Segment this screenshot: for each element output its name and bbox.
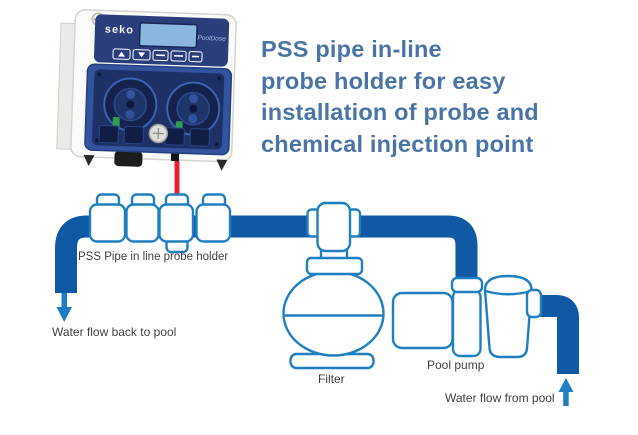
cover-screw-icon	[97, 72, 102, 77]
probe-holder-fitting	[88, 203, 127, 243]
probe-holder-fitting	[125, 203, 160, 243]
pump-head-right	[166, 81, 221, 136]
cover-knob	[148, 123, 169, 144]
pump-inlet-port	[525, 288, 543, 319]
hose-port	[164, 127, 185, 146]
hose-port	[98, 124, 119, 144]
inlet-pipe	[534, 295, 579, 374]
flow-from-label: Water flow from pool	[445, 391, 555, 405]
seko-logo: seko	[105, 24, 134, 37]
return-pipe	[55, 215, 478, 293]
flow-back-label: Water flow back to pool	[52, 325, 177, 339]
flow-down-arrow-icon	[56, 293, 72, 322]
title-line: PSS pipe in-line	[261, 36, 442, 62]
cover-screw-icon	[95, 138, 100, 143]
filter-label: Filter	[318, 372, 345, 386]
cover-screw-icon	[214, 142, 219, 147]
title-line: installation of probe and	[261, 99, 539, 125]
device-foot	[216, 159, 228, 171]
pump-head-left	[103, 77, 158, 132]
title-line: probe holder for easy	[261, 67, 506, 94]
device-keypad	[112, 48, 203, 63]
dosing-device: seko PoolDose	[56, 9, 237, 171]
filter-assembly	[282, 201, 385, 370]
hose-port	[123, 125, 144, 145]
device-cable-gland	[114, 151, 143, 167]
pump-motor	[391, 291, 454, 350]
probe-holder-label: PSS Pipe in line probe holder	[78, 251, 229, 263]
tube-clip	[112, 116, 120, 129]
pump-outlet-fitting	[450, 276, 484, 294]
strainer-pot	[483, 274, 533, 359]
pool-pump-label: Pool pump	[427, 358, 485, 372]
up-arrow-icon	[117, 51, 125, 57]
lcd-display	[138, 22, 198, 49]
hose-port	[189, 128, 210, 147]
flow-up-arrow-icon	[558, 378, 574, 406]
filter-multiport-valve	[316, 201, 352, 253]
down-arrow-icon	[138, 52, 146, 58]
chemical-injection-tube	[174, 150, 180, 198]
title-line: chemical injection point	[261, 130, 534, 157]
probe-holder-assembly	[88, 193, 232, 254]
pump-body	[451, 288, 482, 358]
filter-collar	[305, 256, 364, 276]
probe-holder-fitting	[195, 203, 232, 243]
filter-tank	[282, 270, 385, 357]
cover-screw-icon	[217, 76, 222, 81]
pooldose-label: PoolDose	[197, 35, 226, 43]
page-title: PSS pipe in-line probe holder for easy i…	[261, 34, 539, 160]
device-foot	[83, 154, 95, 167]
pool-pump-assembly	[391, 274, 543, 359]
probe-holder-fitting	[158, 203, 195, 243]
